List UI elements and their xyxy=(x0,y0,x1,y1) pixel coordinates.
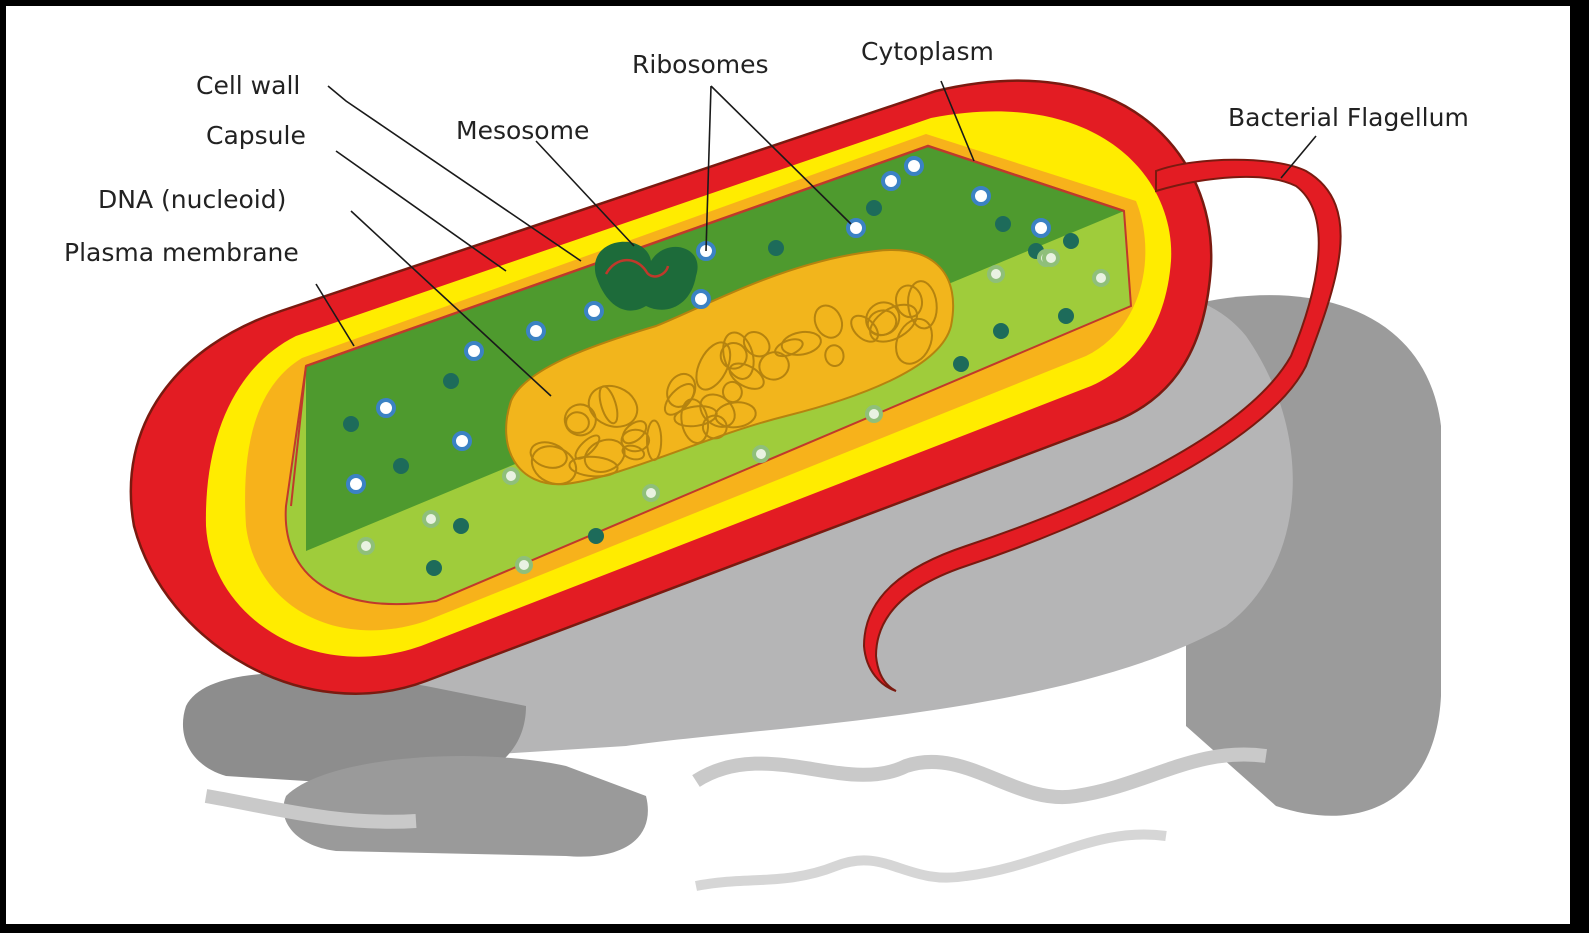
ribosome-dot xyxy=(883,173,899,189)
ribosome-dot xyxy=(995,216,1011,232)
label-dna-nucleoid: DNA (nucleoid) xyxy=(98,185,286,214)
label-ribosomes: Ribosomes xyxy=(632,50,769,79)
ribosome-dot xyxy=(453,518,469,534)
label-cytoplasm: Cytoplasm xyxy=(861,37,994,66)
ribosome-dot xyxy=(504,469,518,483)
ribosome-dot xyxy=(1063,233,1079,249)
ribosome-dot xyxy=(989,267,1003,281)
ribosome-dot xyxy=(443,373,459,389)
label-capsule: Capsule xyxy=(206,121,306,150)
ribosome-dot xyxy=(454,433,470,449)
ribosome-dot xyxy=(754,447,768,461)
ribosome-dot xyxy=(867,407,881,421)
label-mesosome: Mesosome xyxy=(456,116,589,145)
ribosome-dot xyxy=(378,400,394,416)
ribosome-dot xyxy=(426,560,442,576)
mesosome xyxy=(595,242,698,311)
ribosome-dot xyxy=(866,200,882,216)
bacterial-cell-diagram: Cell wall Capsule DNA (nucleoid) Plasma … xyxy=(6,6,1570,924)
ribosome-dot xyxy=(528,323,544,339)
ribosome-dot xyxy=(973,188,989,204)
ribosome-dot xyxy=(768,240,784,256)
label-bacterial-flagellum: Bacterial Flagellum xyxy=(1228,103,1469,132)
ribosome-dot xyxy=(343,416,359,432)
ribosome-dot xyxy=(906,158,922,174)
ribosome-dot xyxy=(1058,308,1074,324)
ribosome-dot xyxy=(1044,251,1058,265)
label-cell-wall: Cell wall xyxy=(196,71,300,100)
ribosome-dot xyxy=(953,356,969,372)
ribosome-dot xyxy=(424,512,438,526)
ribosome-dot xyxy=(359,539,373,553)
ribosome-dot xyxy=(993,323,1009,339)
ribosome-dot xyxy=(586,303,602,319)
ribosome-dot xyxy=(1033,220,1049,236)
ribosome-dot xyxy=(466,343,482,359)
diagram-frame: Cell wall Capsule DNA (nucleoid) Plasma … xyxy=(6,6,1570,924)
ribosome-dot xyxy=(393,458,409,474)
ribosome-dot xyxy=(517,558,531,572)
ribosome-dot xyxy=(588,528,604,544)
ribosome-dot xyxy=(693,291,709,307)
label-plasma-membrane: Plasma membrane xyxy=(64,238,299,267)
ribosome-dot xyxy=(1094,271,1108,285)
ribosome-dot xyxy=(348,476,364,492)
ribosome-dot xyxy=(644,486,658,500)
